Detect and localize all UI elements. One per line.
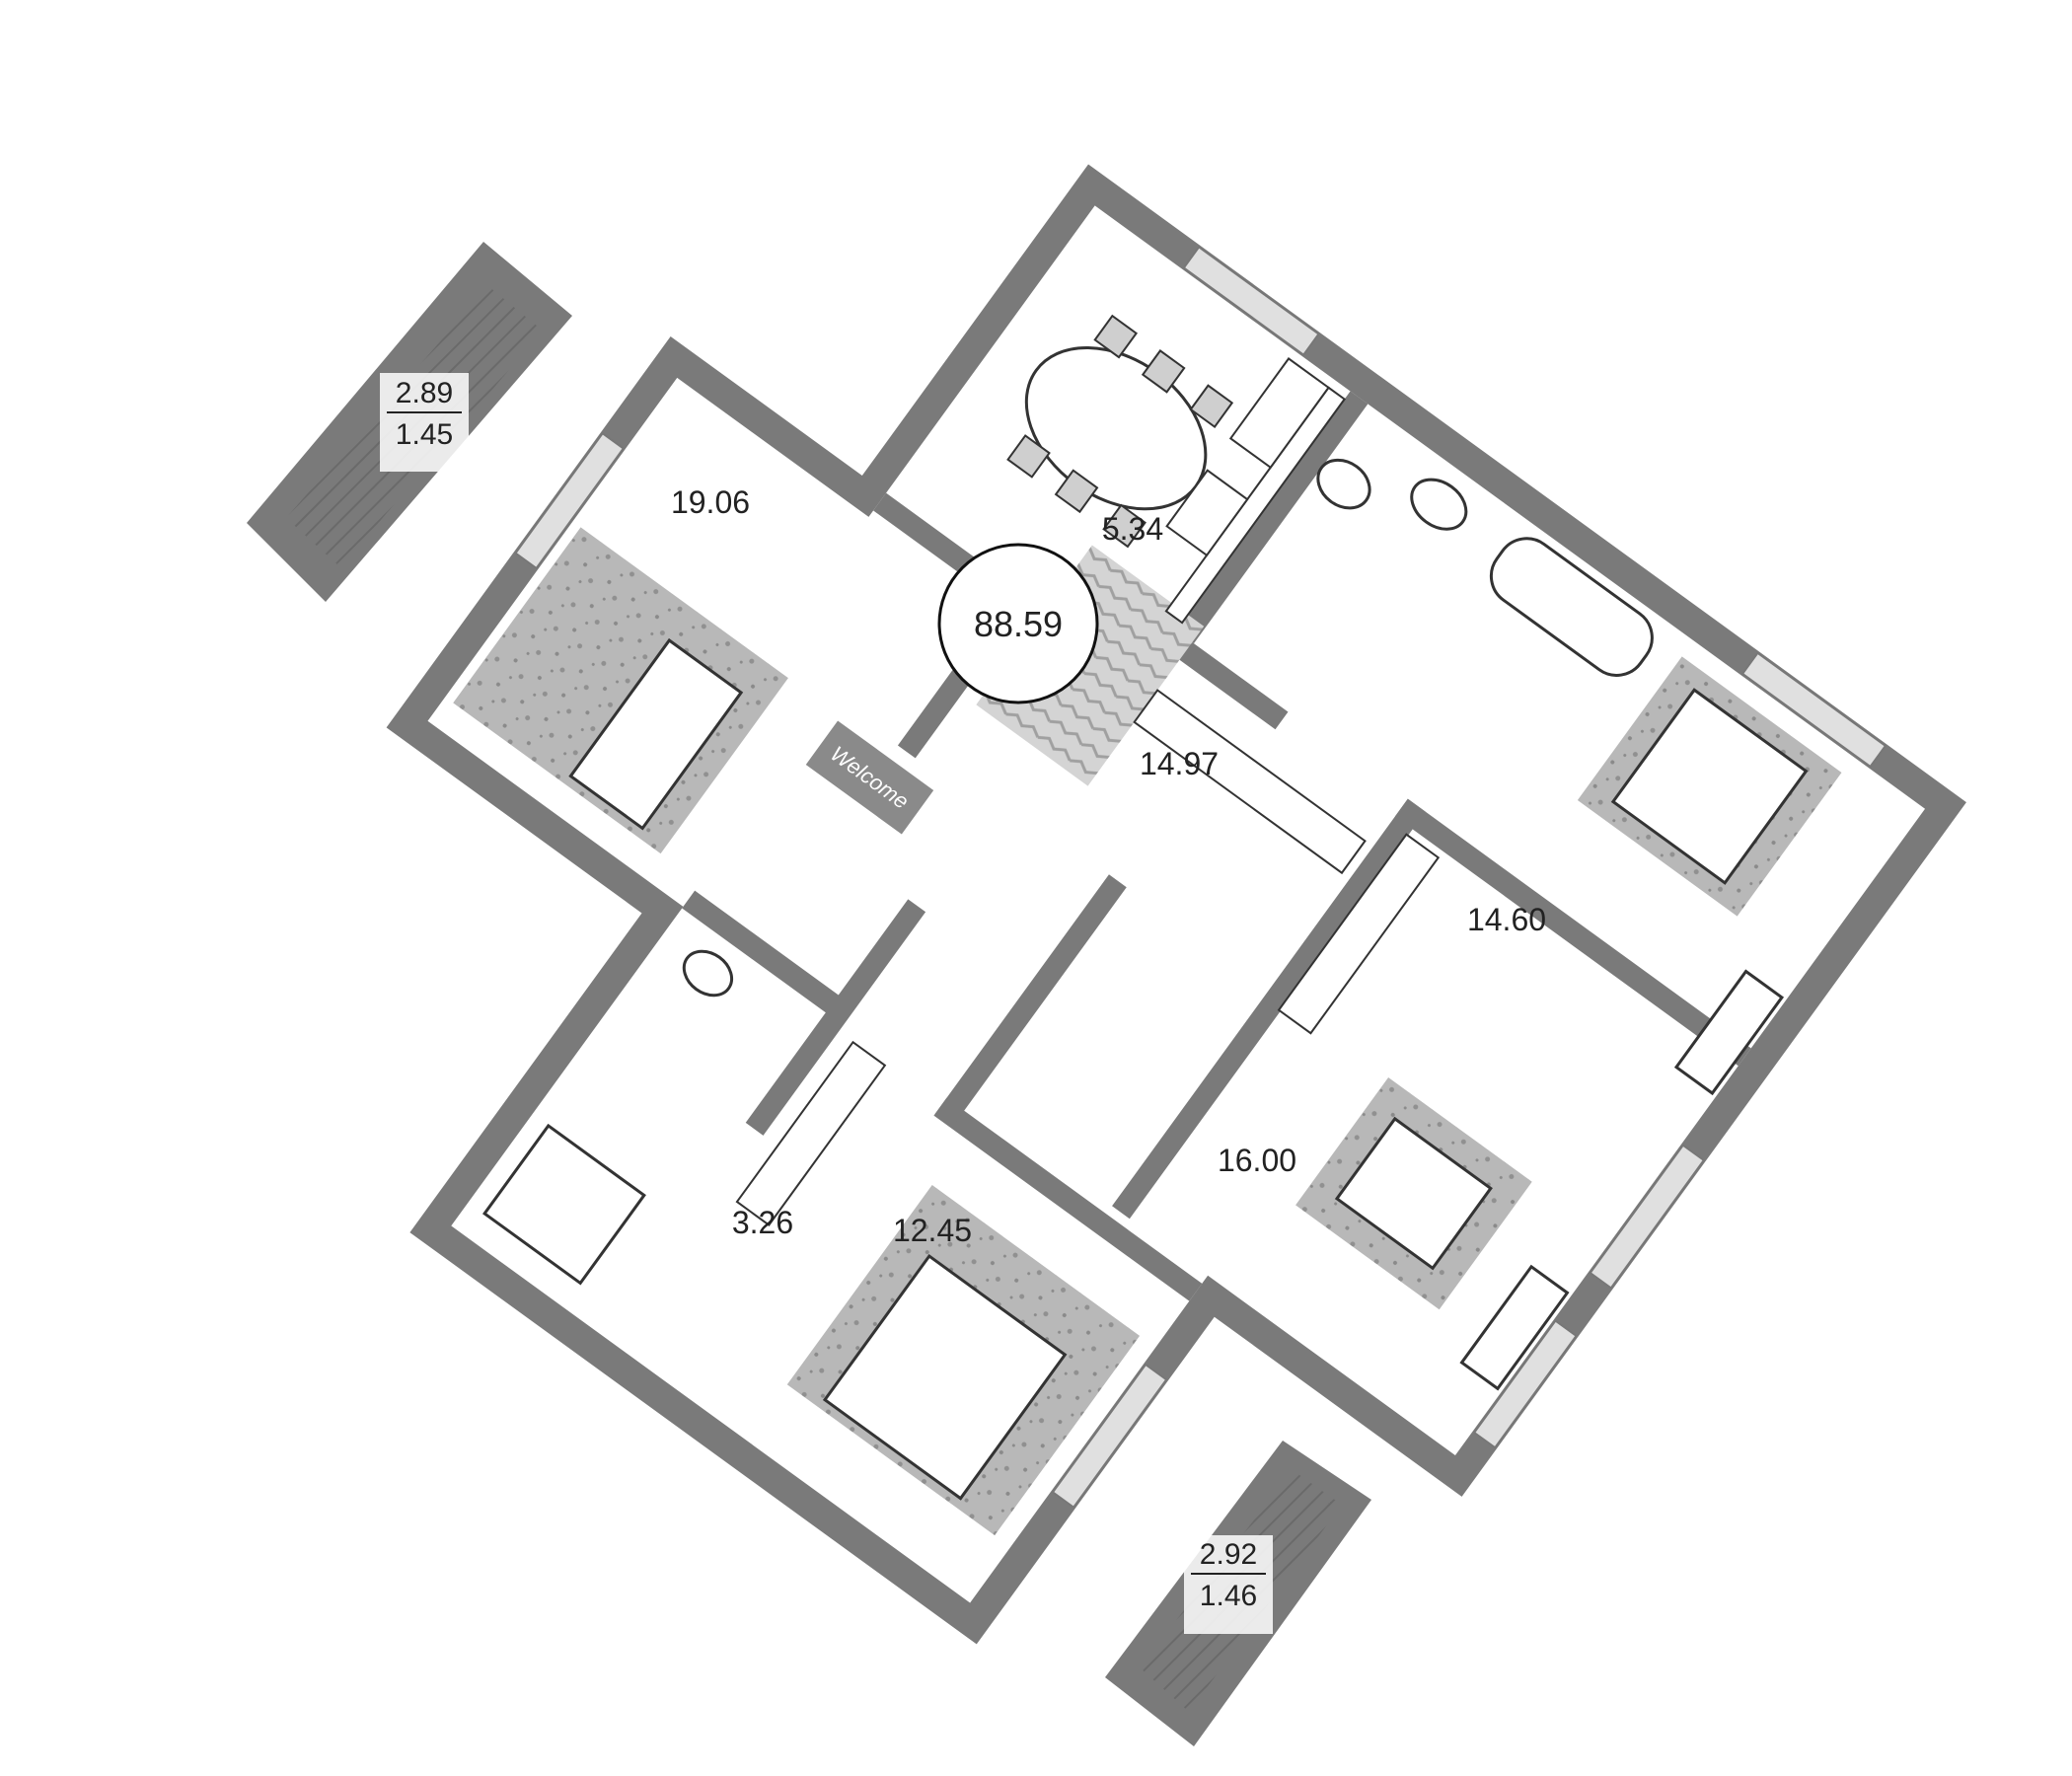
partition-wall (1176, 391, 1369, 644)
partition-wall (745, 899, 926, 1136)
partition-wall (933, 1097, 1203, 1301)
room-area-kitchen-living: 19.06 (671, 484, 750, 520)
window (1182, 246, 1320, 357)
window (1472, 1319, 1578, 1449)
balcony-top-area: 2.89 (396, 377, 453, 409)
window (1051, 1363, 1168, 1510)
kitchen-sink (1165, 469, 1249, 557)
sofa (568, 637, 744, 831)
window (1589, 1144, 1706, 1290)
hallway-rug (976, 545, 1205, 786)
total-area-circle (937, 543, 1099, 704)
total-area-label: 88.59 (974, 604, 1063, 644)
room-area-wc: 3.26 (732, 1205, 793, 1240)
partition-wall (1112, 798, 1426, 1220)
bed (1610, 688, 1809, 885)
room-area-bedroom-1: 14.60 (1467, 902, 1546, 937)
shower (482, 1123, 646, 1286)
double-bed (822, 1253, 1068, 1501)
partition-wall (682, 890, 854, 1025)
sofa (1334, 1116, 1493, 1271)
building (386, 164, 1966, 1645)
partition-wall (934, 874, 1127, 1127)
balcony-bottom-label: 2.92 1.46 (1184, 1535, 1273, 1634)
balcony-bottom-area: 2.92 (1200, 1538, 1257, 1571)
room-area-hallway: 14.97 (1140, 746, 1219, 781)
dining-chairs (1006, 314, 1234, 549)
wc-toilet (682, 949, 734, 998)
wardrobe (735, 1040, 887, 1226)
partition-wall (1163, 630, 1289, 730)
bathtub (1489, 537, 1654, 677)
toilet (1316, 458, 1371, 510)
window (1740, 651, 1887, 769)
stove (1228, 357, 1330, 470)
balcony-bottom-reduced: 1.46 (1200, 1580, 1257, 1612)
partition-wall (1394, 798, 1751, 1067)
room-area-bathroom: 5.34 (1102, 511, 1163, 547)
rug (453, 527, 788, 854)
wardrobe (1133, 689, 1367, 875)
washbasin (1410, 478, 1468, 531)
balcony-top-label: 2.89 1.45 (380, 373, 469, 472)
window (514, 431, 626, 570)
room-area-master-bedroom: 12.45 (893, 1213, 972, 1248)
room-area-bedroom-2: 16.00 (1218, 1143, 1296, 1178)
wardrobe (1277, 833, 1441, 1035)
desk (1673, 969, 1785, 1096)
desk (1459, 1264, 1570, 1391)
balcony-top-reduced: 1.45 (396, 418, 453, 451)
